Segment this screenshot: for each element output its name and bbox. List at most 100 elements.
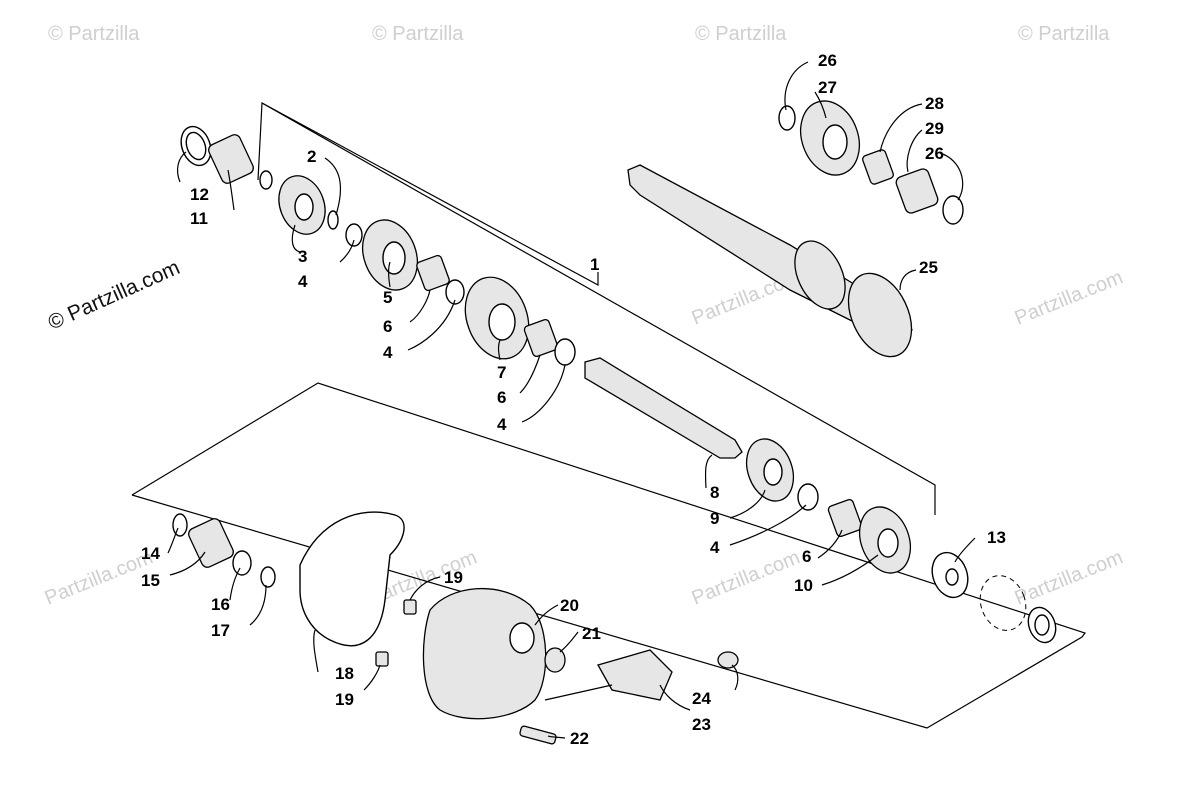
callout-29: 29: [925, 119, 944, 138]
callout-26: 26: [818, 51, 837, 70]
shaft-gear-large: [847, 272, 913, 358]
leader: [169, 551, 206, 576]
shaft-part-8: [584, 357, 743, 459]
leader: [167, 527, 179, 554]
callout-9: 9: [710, 509, 719, 528]
callout-19b: 19: [335, 690, 354, 709]
leader: [659, 684, 691, 711]
leader: [817, 529, 843, 559]
watermark: Partzilla.com: [689, 546, 803, 609]
callout-18: 18: [335, 664, 354, 683]
leader: [559, 631, 579, 653]
callout-4d: 4: [710, 538, 720, 557]
callout-14: 14: [141, 544, 160, 563]
countershaft-group: [627, 100, 964, 358]
callout-6: 6: [383, 317, 392, 336]
leader: [291, 224, 301, 253]
clip-part-14: [172, 513, 188, 537]
washer-part-4d: [797, 483, 819, 511]
callout-25: 25: [919, 258, 938, 277]
leader: [227, 169, 235, 211]
washer-part-4: [345, 223, 363, 247]
callout-labels: 2 12 11 3 4 5 6 4 1 7 6 4 8 9 4 6 10 13 …: [141, 51, 1006, 748]
leader: [409, 576, 441, 601]
callout-7: 7: [497, 363, 506, 382]
leader: [521, 364, 566, 423]
callout-24: 24: [692, 689, 711, 708]
gear-part-11: [208, 134, 254, 184]
leader: [387, 261, 391, 288]
callout-4c: 4: [497, 415, 507, 434]
washer-part-26b: [942, 195, 964, 225]
gear-bore-10: [877, 528, 899, 558]
ring-inner: [185, 131, 207, 161]
watermark: Partzilla.com: [42, 546, 156, 609]
leader: [497, 339, 501, 361]
leader: [729, 489, 766, 519]
leader: [534, 604, 559, 626]
bearing-part-6c: [827, 498, 863, 538]
leader: [339, 239, 355, 263]
bearing-outline: [979, 575, 1027, 631]
leader: [954, 537, 976, 563]
bearing-part-6b: [523, 318, 559, 358]
hub-bore: [294, 193, 314, 221]
leader: [176, 151, 187, 183]
callout-13: 13: [987, 528, 1006, 547]
callout-16: 16: [211, 595, 230, 614]
leader: [229, 567, 241, 601]
callout-26b: 26: [925, 144, 944, 163]
washer-part-4c: [554, 338, 576, 366]
watermark: © Partzilla: [48, 23, 140, 45]
callout-4b: 4: [383, 343, 393, 362]
bearing-part-28: [862, 149, 894, 185]
callout-6c: 6: [802, 547, 811, 566]
watermark: © Partzilla: [1018, 23, 1110, 45]
leader: [261, 102, 599, 287]
leader: [547, 735, 566, 739]
leader-lines: [167, 61, 976, 739]
watermark: © Partzilla: [372, 23, 464, 45]
clip-part-17: [260, 566, 276, 588]
screw-part-24: [717, 651, 739, 669]
cover-part-20: [422, 588, 547, 720]
callout-12: 12: [190, 185, 209, 204]
callout-19: 19: [444, 568, 463, 587]
leader: [324, 157, 342, 216]
leader: [249, 584, 267, 626]
gasket-part-18: [299, 511, 405, 647]
leader: [313, 629, 319, 673]
callout-4: 4: [298, 272, 308, 291]
hub-part-15: [188, 518, 234, 568]
leader: [879, 103, 923, 153]
washer-part-26: [778, 105, 796, 131]
watermark: Partzilla.com: [1012, 266, 1126, 329]
callout-15: 15: [141, 571, 160, 590]
callout-8: 8: [710, 483, 719, 502]
shaft-gear: [794, 240, 846, 310]
leader: [821, 554, 879, 586]
callout-1: 1: [590, 255, 599, 274]
callout-20: 20: [560, 596, 579, 615]
callout-6b: 6: [497, 388, 506, 407]
leader: [519, 354, 541, 394]
bearing-part-6: [416, 254, 450, 292]
dowel-pin-19b: [375, 651, 389, 667]
leader: [731, 664, 739, 691]
sensor-part-23: [597, 649, 673, 701]
callout-3: 3: [298, 247, 307, 266]
callout-21: 21: [582, 624, 601, 643]
hub-bore-9: [763, 458, 783, 486]
seal-ring-inner: [1034, 614, 1050, 636]
gear-bore-27: [822, 124, 848, 160]
leader: [363, 664, 381, 691]
washer-part-16: [232, 550, 252, 576]
leader: [899, 269, 917, 291]
watermarks: © Partzilla © Partzilla © Partzilla © Pa…: [42, 23, 1126, 610]
cover-group: [172, 511, 739, 745]
seal-part-21: [544, 647, 566, 673]
leader: [939, 152, 964, 201]
collar-part-29: [895, 168, 939, 214]
callout-28: 28: [925, 94, 944, 113]
watermark: © Partzilla: [695, 23, 787, 45]
